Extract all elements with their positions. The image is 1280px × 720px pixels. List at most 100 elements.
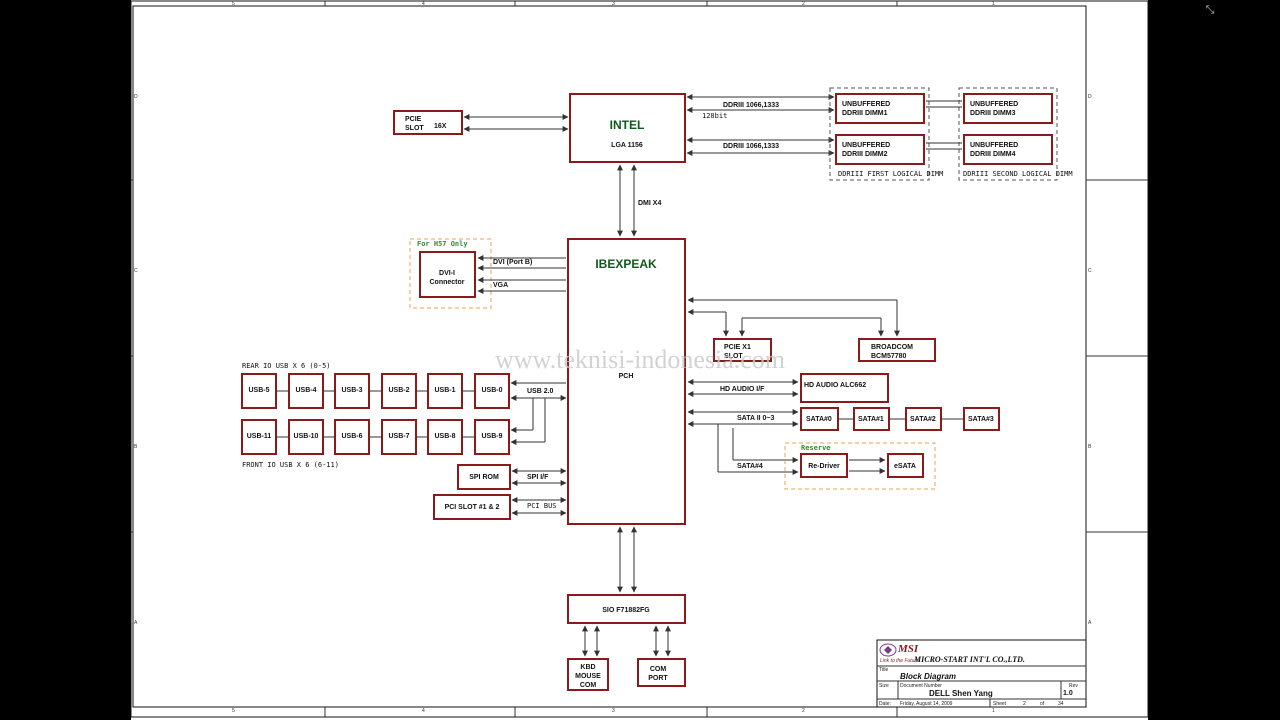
dvi-line2: Connector bbox=[430, 279, 465, 286]
zone-ticks bbox=[131, 1, 1148, 717]
sata3-label: SATA#3 bbox=[968, 416, 994, 423]
pcie-slot-block bbox=[393, 110, 463, 135]
collapse-arrows-icon[interactable]: ⤡ bbox=[1205, 3, 1215, 16]
date-value: Friday, August 14, 2009 bbox=[900, 701, 953, 707]
esata-label: eSATA bbox=[894, 463, 916, 470]
usb-4-label: USB-4 bbox=[295, 387, 316, 394]
pci-bus bbox=[511, 497, 567, 516]
first-logical-dimm-label: DDRIII FIRST LOGICAL DIMM bbox=[838, 170, 943, 178]
title-block bbox=[876, 639, 1087, 708]
zone-right-b: B bbox=[1088, 444, 1092, 450]
cpu-socket: LGA 1156 bbox=[611, 142, 643, 149]
hd-audio-bus-label: HD AUDIO I/F bbox=[720, 386, 765, 393]
sata-bus bbox=[687, 409, 799, 475]
sata2-label: SATA#2 bbox=[910, 416, 936, 423]
usb-chain-links bbox=[276, 390, 475, 438]
second-logical-dimm-label: DDRIII SECOND LOGICAL DIMM bbox=[963, 170, 1073, 178]
dimm4-block bbox=[963, 134, 1053, 165]
redriver-label: Re-Driver bbox=[808, 463, 840, 470]
docnum-caption: Document Number bbox=[900, 683, 942, 689]
usb-port-block bbox=[381, 419, 417, 455]
port-label: PORT bbox=[648, 675, 668, 682]
outer-frame bbox=[130, 0, 1149, 718]
size-caption: Size bbox=[879, 683, 889, 689]
rev-caption: Rev bbox=[1069, 683, 1078, 689]
usb-1-label: USB-1 bbox=[434, 387, 455, 394]
ddr-bus-2-label: DDRIII 1066,1333 bbox=[723, 143, 779, 150]
pcie-x1-line2: SLOT bbox=[724, 353, 743, 360]
h57-only-note: For H57 Only bbox=[417, 240, 468, 248]
usb-port-block bbox=[474, 419, 510, 455]
sata0-label: SATA#0 bbox=[806, 416, 832, 423]
zone-top-5: 5 bbox=[232, 1, 235, 7]
of-caption: of bbox=[1040, 701, 1045, 707]
redriver-esata-link bbox=[849, 457, 886, 474]
pci-slot-block bbox=[433, 494, 511, 520]
msi-logo-text: MSI bbox=[897, 643, 919, 655]
spi-rom-label: SPI ROM bbox=[469, 474, 499, 481]
hd-audio-codec-block bbox=[800, 373, 889, 403]
usb-port-block bbox=[474, 373, 510, 409]
dimm1-line1: UNBUFFERED bbox=[842, 101, 890, 108]
broadcom-block bbox=[858, 338, 936, 362]
first-logical-dimm-group bbox=[829, 87, 930, 181]
dimm4-line2: DDRIII DIMM4 bbox=[970, 151, 1016, 158]
zone-left-b: B bbox=[134, 444, 138, 450]
dmi-link bbox=[617, 164, 637, 237]
docnum-value: DELL Shen Yang bbox=[929, 689, 993, 698]
sio-com-link bbox=[653, 625, 671, 657]
kbd-label: KBD bbox=[580, 664, 595, 671]
dimm4-line1: UNBUFFERED bbox=[970, 142, 1018, 149]
zone-bottom-2: 2 bbox=[802, 708, 805, 714]
reserve-note: Reserve bbox=[801, 444, 831, 452]
dvi-line1: DVI-I bbox=[439, 270, 455, 277]
zone-left-a: A bbox=[134, 620, 138, 626]
watermark-text: www.teknisi-indonesia.com bbox=[495, 345, 785, 374]
lpc-link bbox=[617, 526, 637, 593]
msi-diamond-icon bbox=[884, 646, 892, 654]
zone-bottom-5: 5 bbox=[232, 708, 235, 714]
zone-top-4: 4 bbox=[422, 1, 425, 7]
zone-top-3: 3 bbox=[612, 1, 615, 7]
com-label: COM bbox=[650, 666, 667, 673]
spi-bus-label: SPI I/F bbox=[527, 474, 549, 481]
com-port-block bbox=[637, 658, 686, 687]
sheets-total: 34 bbox=[1058, 701, 1064, 707]
dvi-connector-block bbox=[419, 251, 476, 298]
dimm2-block bbox=[835, 134, 925, 165]
usb-8-label: USB-8 bbox=[434, 433, 455, 440]
intel-cpu-block bbox=[569, 93, 686, 163]
dimm3-line2: DDRIII DIMM3 bbox=[970, 110, 1016, 117]
sata1-label: SATA#1 bbox=[858, 416, 884, 423]
sheet-caption: Sheet bbox=[993, 701, 1007, 707]
pcie-slot-line1: PCIE bbox=[405, 116, 422, 123]
sio-label: SIO F71882FG bbox=[602, 607, 650, 614]
usb-6-label: USB-6 bbox=[341, 433, 362, 440]
zone-left-c: C bbox=[134, 268, 138, 274]
rev-value: 1.0 bbox=[1063, 690, 1073, 697]
dimm2-line2: DDRIII DIMM2 bbox=[842, 151, 888, 158]
dimm-interconnect bbox=[926, 100, 962, 150]
zone-bottom-1: 1 bbox=[992, 708, 995, 714]
vga-bus-label: VGA bbox=[493, 282, 508, 289]
zone-left-d: D bbox=[134, 94, 138, 100]
zone-bottom-3: 3 bbox=[612, 708, 615, 714]
ddr-bus-1 bbox=[686, 94, 835, 113]
dimm3-block bbox=[963, 93, 1053, 124]
usb-10-label: USB-10 bbox=[294, 433, 319, 440]
sio-kbd-link bbox=[582, 625, 600, 657]
redriver-block bbox=[800, 453, 848, 478]
front-usb-label: FRONT IO USB X 6 (6-11) bbox=[242, 461, 339, 469]
sheet-value: 2 bbox=[1023, 701, 1026, 707]
usb-0-label: USB-0 bbox=[481, 387, 502, 394]
msi-slogan: Link to the Future bbox=[880, 658, 919, 664]
title-caption: Title bbox=[879, 667, 888, 673]
zone-top-2: 2 bbox=[802, 1, 805, 7]
dvi-bus bbox=[477, 255, 566, 294]
kbd-com-label: COM bbox=[580, 682, 597, 689]
dimm3-line1: UNBUFFERED bbox=[970, 101, 1018, 108]
pcie-x1-broadcom-bus bbox=[687, 297, 900, 337]
usb-7-label: USB-7 bbox=[388, 433, 409, 440]
mouse-label: MOUSE bbox=[575, 673, 601, 680]
